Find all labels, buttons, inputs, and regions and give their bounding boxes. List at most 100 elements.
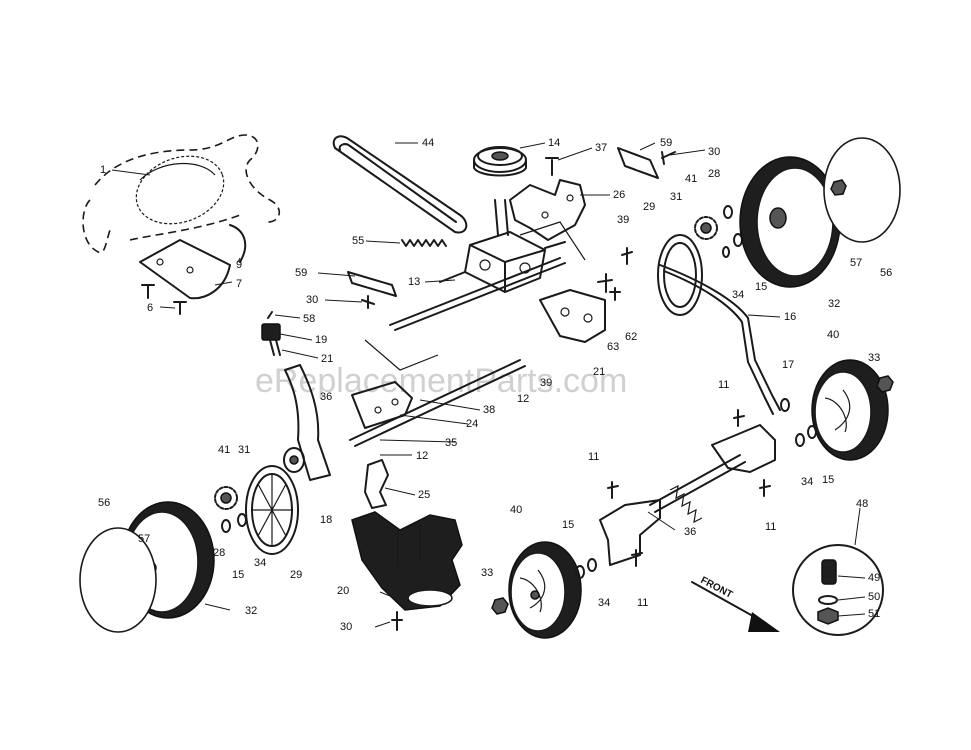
part-20-chute xyxy=(351,511,463,611)
callout-39-mid: 39 xyxy=(540,377,552,389)
callout-1: 1 xyxy=(100,164,106,176)
callout-18: 18 xyxy=(320,514,332,526)
callout-11-mid: 11 xyxy=(718,379,729,391)
rear-axle-shaft xyxy=(389,257,566,331)
callout-39: 39 xyxy=(617,214,629,226)
part-30-bolt-left xyxy=(361,295,375,309)
part-7-bracket-plate xyxy=(139,239,231,300)
callout-12-low: 12 xyxy=(416,450,428,462)
part-24-baffle xyxy=(351,381,413,429)
callout-44: 44 xyxy=(422,137,434,149)
callout-16: 16 xyxy=(784,311,796,323)
washers-right-front xyxy=(795,425,817,447)
callout-32-left: 32 xyxy=(245,605,257,617)
callout-26: 26 xyxy=(613,189,625,201)
callout-34-front-left: 34 xyxy=(598,597,610,609)
callout-31-right: 31 xyxy=(670,191,682,203)
part-57-nut-right xyxy=(830,179,847,196)
callout-32-right: 32 xyxy=(828,298,840,310)
callout-59-top: 59 xyxy=(660,137,672,149)
front-direction-arrow: FRONT xyxy=(691,575,780,632)
part-40-front-wheel-right xyxy=(811,359,889,461)
callout-11-upper: 11 xyxy=(588,451,599,463)
callout-48: 48 xyxy=(856,498,868,510)
leader-lines xyxy=(111,142,866,628)
callout-15-front-right: 15 xyxy=(822,474,834,486)
part-41-31-gear-left xyxy=(214,486,238,510)
callout-15-right: 15 xyxy=(755,281,767,293)
callout-6: 6 xyxy=(147,302,153,314)
part-36-front-axle xyxy=(599,424,776,566)
callout-40-right: 40 xyxy=(827,329,839,341)
callout-13: 13 xyxy=(408,276,420,288)
assembly-outline xyxy=(364,221,586,371)
part-58-19-adjuster xyxy=(261,311,281,356)
part-29-drive-wheel-right xyxy=(657,234,703,316)
part-56-hubcap-right xyxy=(823,137,901,243)
callout-14: 14 xyxy=(548,137,560,149)
callout-21-left: 21 xyxy=(321,353,333,365)
part-62-63-bolts xyxy=(597,273,621,301)
callout-59-left: 59 xyxy=(295,267,307,279)
part-59-bracket xyxy=(617,147,659,179)
washers-left xyxy=(221,513,247,533)
callout-51: 51 xyxy=(868,608,880,620)
callout-30-top: 30 xyxy=(708,146,720,158)
part-9-cable xyxy=(229,224,247,263)
callout-11-bottom: 11 xyxy=(637,597,648,609)
part-6-screws xyxy=(141,284,187,315)
callout-63: 63 xyxy=(607,341,619,353)
callout-58: 58 xyxy=(303,313,315,325)
callout-15-left: 15 xyxy=(232,569,244,581)
callout-37: 37 xyxy=(595,142,607,154)
washers-right-rear xyxy=(722,205,743,258)
callout-55: 55 xyxy=(352,235,364,247)
part-11-bolts-front xyxy=(607,409,771,567)
part-41-31-gear-right xyxy=(694,216,718,240)
callout-28-right: 28 xyxy=(708,168,720,180)
watermark-text: eReplacementParts.com xyxy=(255,362,627,400)
part-59-bracket-left xyxy=(347,271,397,297)
callout-38: 38 xyxy=(483,404,495,416)
callout-28-left: 28 xyxy=(213,547,225,559)
callout-33-right: 33 xyxy=(868,352,880,364)
callout-15-front-left: 15 xyxy=(562,519,574,531)
part-30-bolt-top xyxy=(661,151,676,165)
callout-17: 17 xyxy=(782,359,794,371)
part-55-spring xyxy=(401,239,447,247)
callout-57-left: 57 xyxy=(138,533,150,545)
callout-41-left: 41 xyxy=(218,444,230,456)
washers-front-left xyxy=(575,558,597,579)
front-axle-rod-35 xyxy=(349,359,526,447)
part-33-nut-front-left xyxy=(491,597,509,615)
callout-labels: 1 9 7 6 44 14 37 59 30 26 55 59 13 30 58… xyxy=(98,137,892,633)
callout-56-right: 56 xyxy=(880,267,892,279)
part-25-clip xyxy=(364,459,389,509)
callout-24: 24 xyxy=(466,418,478,430)
part-56-hubcap-left xyxy=(79,527,157,633)
callout-36: 36 xyxy=(684,526,696,538)
part-21-rear-bracket xyxy=(539,289,606,343)
callout-30-left: 30 xyxy=(306,294,318,306)
part-1-handle-grip xyxy=(82,134,280,254)
callout-57-right: 57 xyxy=(850,257,862,269)
part-44-belt xyxy=(332,135,468,234)
callout-20: 20 xyxy=(337,585,349,597)
part-30-bolt-bottom xyxy=(391,611,403,631)
callout-40-left: 40 xyxy=(510,504,522,516)
callout-21-right: 21 xyxy=(593,366,605,378)
callout-33-left: 33 xyxy=(481,567,493,579)
part-39-bolt xyxy=(621,247,633,265)
part-48-inset xyxy=(792,544,884,636)
part-16-rod xyxy=(659,264,781,415)
part-37-bolt xyxy=(545,157,559,176)
callout-34-left: 34 xyxy=(254,557,266,569)
callout-29-left: 29 xyxy=(290,569,302,581)
part-33-nut-right xyxy=(876,375,894,393)
callout-9: 9 xyxy=(236,259,242,271)
callout-7: 7 xyxy=(236,278,242,290)
callout-31-left: 31 xyxy=(238,444,250,456)
callout-50: 50 xyxy=(868,591,880,603)
callout-34-front-right: 34 xyxy=(801,476,813,488)
